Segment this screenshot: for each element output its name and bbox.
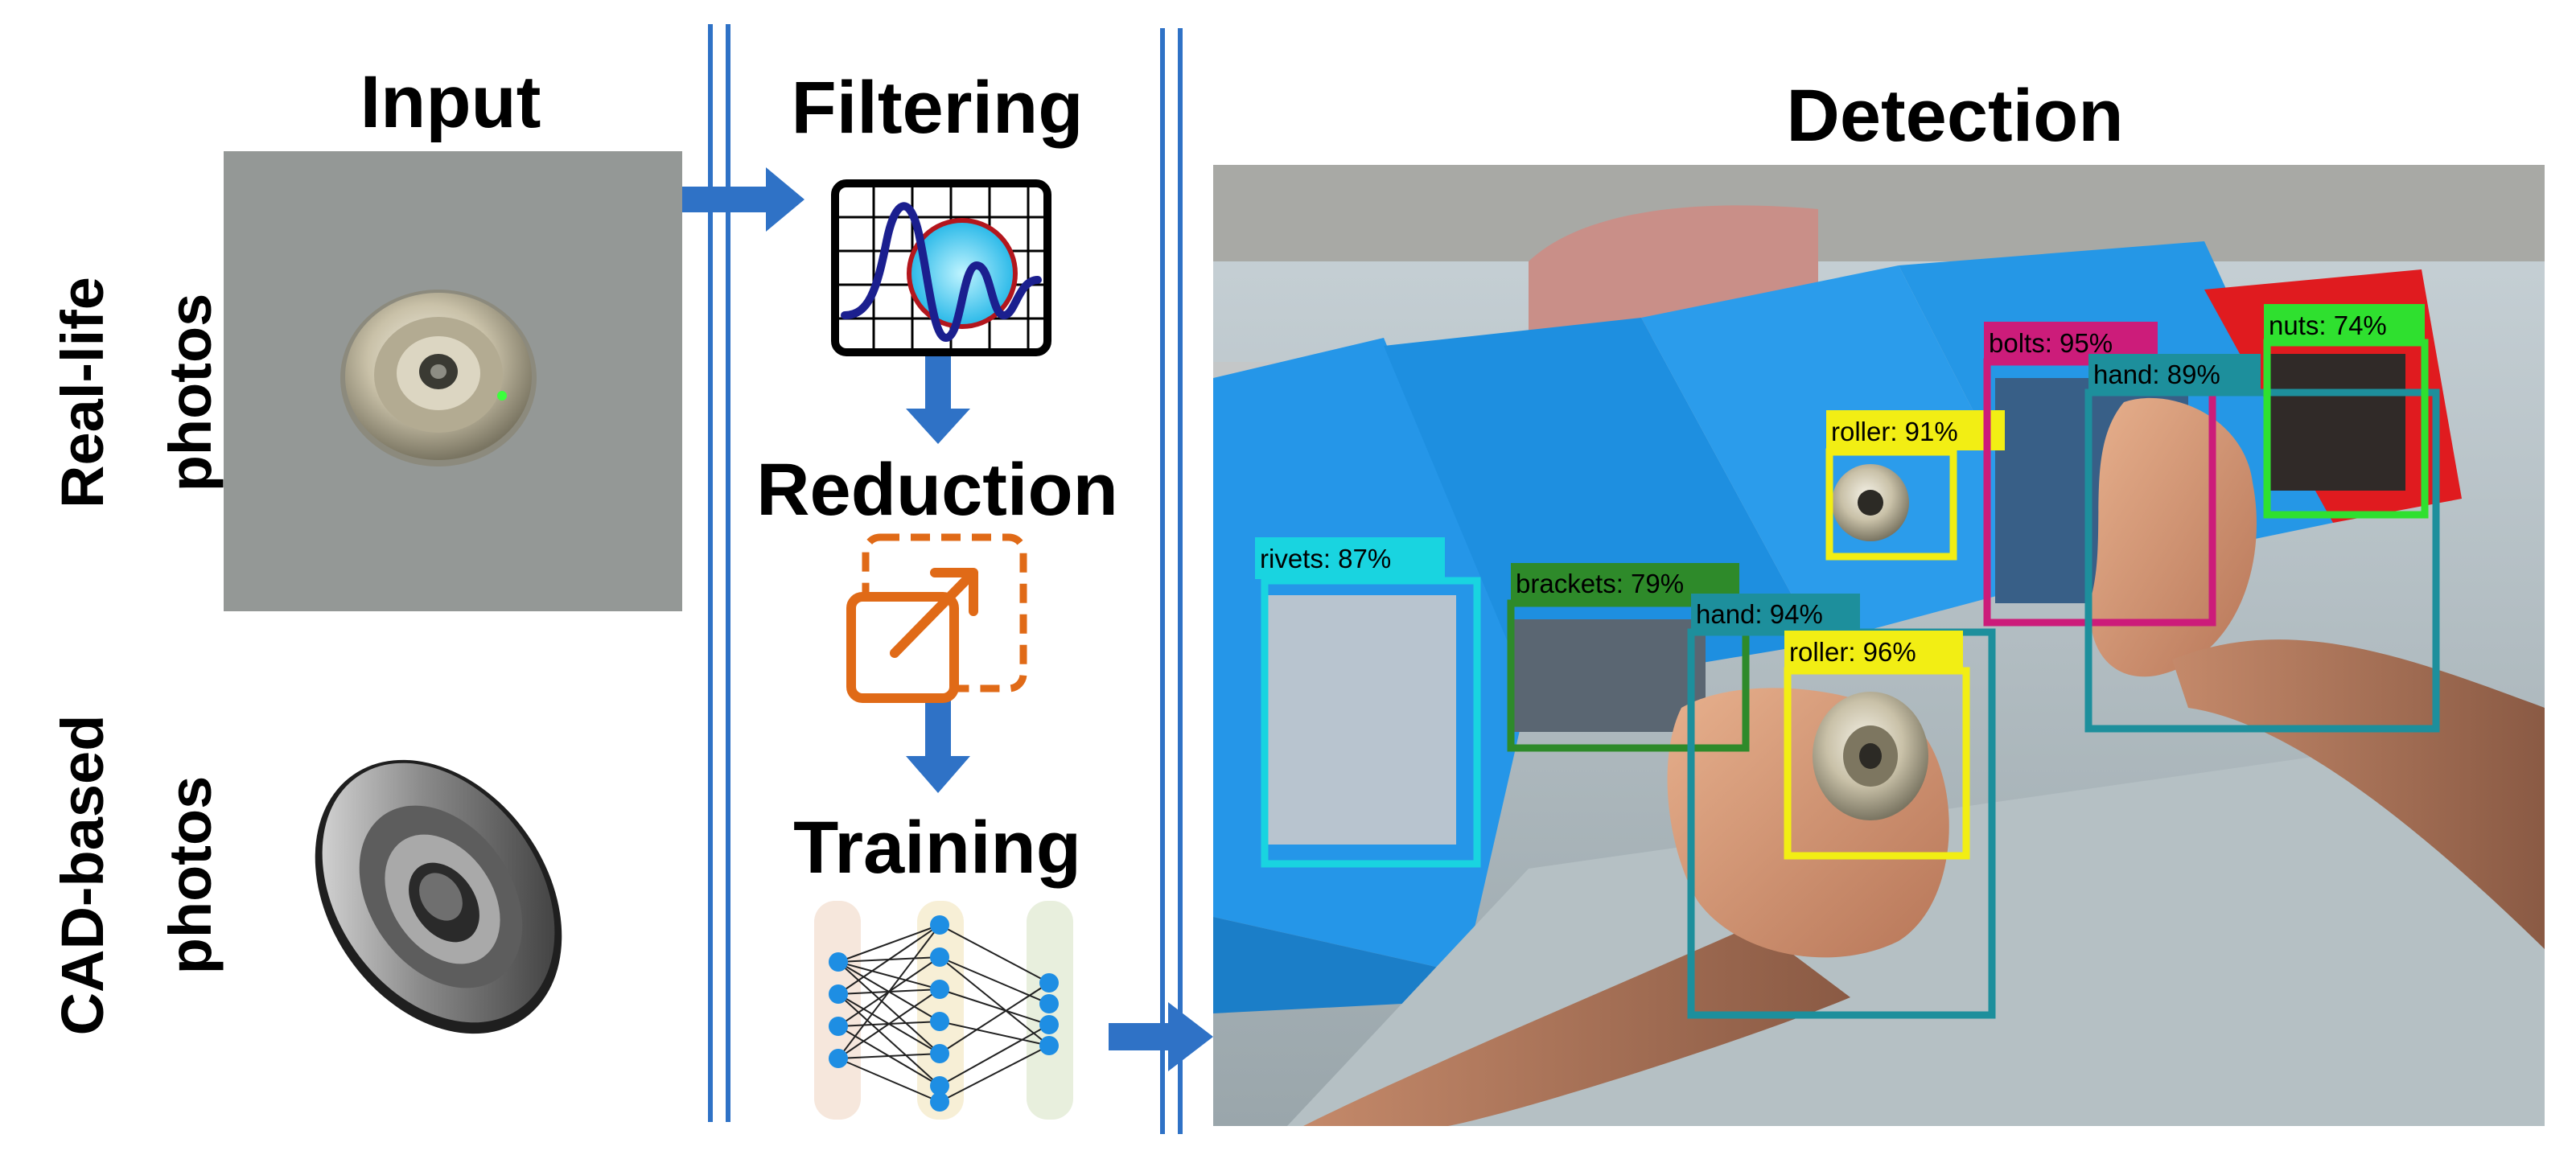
heading-input: Input (360, 61, 541, 143)
real-life-photo (224, 151, 682, 611)
cad-photo (315, 759, 562, 1034)
detection-label: roller: 96% (1789, 637, 1916, 667)
detection-label: hand: 94% (1696, 599, 1823, 629)
detection-label: roller: 91% (1831, 417, 1958, 446)
row-label-real-line1: Real-life (49, 277, 116, 508)
row-label-real-line2: photos (157, 294, 224, 492)
detection-box (1261, 577, 1481, 868)
heading-reduction: Reduction (756, 449, 1118, 531)
reduction-icon (846, 533, 1027, 703)
arrow-training-to-detection (1109, 1002, 1213, 1071)
neural-network-icon (814, 901, 1073, 1120)
detection-roller-1: roller: 96% (1784, 631, 1970, 860)
detection-roller-2: roller: 91% (1825, 410, 2005, 561)
row-label-real: Real-life photos (49, 277, 224, 508)
detection-label-bg (1255, 537, 1445, 579)
detection-label-bg (1826, 410, 2005, 450)
row-label-cad-line1: CAD-based (49, 715, 116, 1036)
row-label-cad-line2: photos (157, 776, 224, 975)
arrow-input-to-filtering (682, 167, 804, 232)
divider-right (1160, 28, 1183, 1134)
detection-label: hand: 89% (2093, 360, 2220, 389)
detection-box (1825, 448, 1957, 561)
detection-nuts: nuts: 74% (2263, 304, 2429, 519)
detection-label-bg (1691, 594, 1860, 632)
heading-detection: Detection (1786, 75, 2123, 157)
detection-label-bg (2088, 354, 2261, 392)
detection-hand-2: hand: 89% (2084, 354, 2440, 733)
filter-chart-icon (831, 179, 1051, 356)
detection-label: bolts: 95% (1989, 328, 2113, 358)
heading-training: Training (793, 807, 1081, 889)
detection-label: nuts: 74% (2269, 310, 2387, 340)
detection-label: rivets: 87% (1260, 544, 1391, 573)
heading-filtering: Filtering (792, 67, 1084, 149)
detection-rivets: rivets: 87% (1255, 537, 1481, 868)
detection-label-bg (2264, 304, 2425, 344)
detection-label-bg (1784, 631, 1963, 671)
detection-label: brackets: 79% (1516, 569, 1684, 598)
arrow-filtering-to-reduction (906, 347, 970, 444)
arrow-reduction-to-training (906, 698, 970, 793)
detection-box (2084, 388, 2440, 733)
row-label-cad: CAD-based photos (49, 715, 224, 1036)
